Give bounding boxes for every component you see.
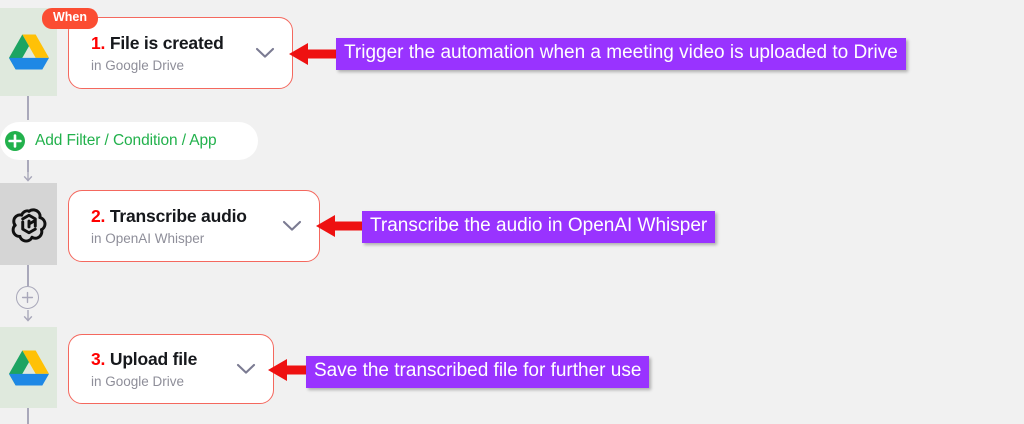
- connector-arrow-1: [21, 170, 35, 184]
- chevron-down-icon[interactable]: [279, 213, 305, 239]
- app-strip-step-3: [0, 327, 57, 408]
- step-1-text: 1. File is created in Google Drive: [91, 33, 242, 73]
- step-1-number: 1.: [91, 33, 106, 53]
- step-2-subtitle: in OpenAI Whisper: [91, 231, 205, 246]
- step-1-title: 1. File is created: [91, 33, 242, 54]
- annotation-2: Transcribe the audio in OpenAI Whisper: [362, 211, 716, 243]
- google-drive-icon: [8, 350, 49, 385]
- connector-line-2: [27, 160, 29, 172]
- step-card-3[interactable]: 3. Upload file in Google Drive: [68, 334, 274, 404]
- step-1-title-text: File is created: [109, 33, 224, 53]
- step-card-1[interactable]: 1. File is created in Google Drive: [68, 17, 293, 89]
- step-2-title: 2. Transcribe audio: [91, 206, 269, 227]
- step-3-title-text: Upload file: [109, 349, 198, 369]
- step-3-number: 3.: [91, 349, 106, 369]
- callout-arrow-1: [289, 41, 337, 67]
- plus-circle-icon: [21, 291, 34, 304]
- connector-line-3: [27, 264, 29, 286]
- add-step-button[interactable]: [16, 286, 39, 309]
- google-drive-icon: [8, 34, 49, 70]
- step-3-text: 3. Upload file in Google Drive: [91, 349, 223, 389]
- step-card-2[interactable]: 2. Transcribe audio in OpenAI Whisper: [68, 190, 320, 262]
- app-strip-step-2: [0, 183, 57, 265]
- connector-line-1: [27, 88, 29, 120]
- chevron-down-icon[interactable]: [233, 356, 259, 382]
- add-filter-label: Add Filter / Condition / App: [35, 132, 217, 149]
- step-2-title-text: Transcribe audio: [109, 206, 247, 226]
- callout-arrow-2: [316, 213, 364, 239]
- step-2-text: 2. Transcribe audio in OpenAI Whisper: [91, 206, 269, 246]
- annotation-1: Trigger the automation when a meeting vi…: [336, 38, 906, 70]
- when-trigger-badge: When: [42, 8, 99, 29]
- plus-circle-icon: [4, 130, 26, 152]
- callout-arrow-3: [268, 357, 312, 383]
- step-3-subtitle: in Google Drive: [91, 374, 185, 389]
- connector-line-4: [27, 408, 29, 424]
- add-filter-condition-app-button[interactable]: Add Filter / Condition / App: [0, 122, 258, 160]
- app-strip-step-1: [0, 8, 57, 96]
- connector-arrow-2: [21, 310, 35, 324]
- step-3-title: 3. Upload file: [91, 349, 223, 370]
- annotation-3: Save the transcribed file for further us…: [306, 356, 650, 388]
- openai-icon: [11, 208, 46, 243]
- step-1-subtitle: in Google Drive: [91, 58, 185, 73]
- step-2-number: 2.: [91, 206, 106, 226]
- chevron-down-icon[interactable]: [252, 40, 278, 66]
